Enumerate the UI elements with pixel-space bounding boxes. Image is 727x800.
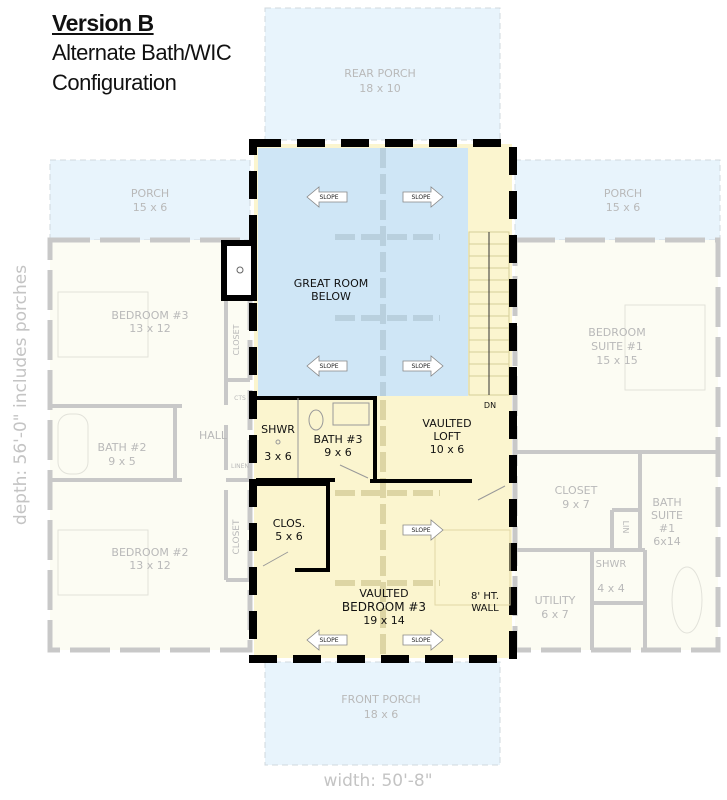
stair: [468, 231, 510, 396]
front-porch: [264, 661, 501, 766]
utility-name: UTILITY: [535, 594, 576, 607]
faded-furniture: [57, 291, 706, 634]
arrow-icon: [306, 355, 348, 377]
bedroom2-name: BEDROOM #2: [111, 546, 188, 559]
slope-label: SLOPE: [411, 527, 430, 534]
slope-label: SLOPE: [411, 637, 430, 644]
loft-prefix: VAULTED: [422, 417, 471, 430]
ceiling-beams-bedroom: [335, 400, 440, 655]
bath-suite-size: 6x14: [653, 535, 681, 548]
linen-label: LINEN: [231, 463, 249, 470]
slope-label: SLOPE: [411, 363, 430, 370]
slope-label: SLOPE: [319, 194, 338, 201]
bedroom3-left-size: 13 x 12: [129, 322, 171, 335]
fireplace-icon: [236, 266, 244, 274]
bath-suite-line3: #1: [659, 522, 675, 535]
closet-right-size: 9 x 7: [562, 498, 590, 511]
suite1-line1: BEDROOM: [588, 326, 645, 339]
subtitle-line-2: Configuration: [52, 70, 177, 95]
version-title: Version B: [52, 10, 154, 36]
ceiling-beams: [335, 148, 440, 396]
rear-porch-size: 18 x 10: [359, 82, 401, 95]
great-room-name: GREAT ROOM: [294, 277, 368, 290]
depth-dimension: depth: 56'-0" includes porches: [11, 265, 31, 525]
bath3-name: BATH #3: [314, 433, 363, 446]
porch-right-size: 15 x 6: [606, 201, 641, 214]
bedroom2-size: 13 x 12: [129, 559, 171, 572]
shower-right-size: 4 x 4: [597, 582, 625, 595]
arrow-icon: [402, 186, 444, 208]
bedroom3-name: BEDROOM #3: [342, 600, 426, 614]
great-room-open-to-below: [258, 148, 468, 396]
loft-name: LOFT: [433, 430, 461, 443]
wall-note-line1: 8' HT.: [471, 591, 499, 602]
slope-label: SLOPE: [411, 194, 430, 201]
fixtures: [262, 398, 511, 606]
closet-size: 5 x 6: [275, 530, 303, 543]
arrow-icon: [402, 629, 444, 651]
fireplace-chimney: [221, 240, 257, 301]
loft-size: 10 x 6: [430, 443, 465, 456]
great-room-note: BELOW: [311, 290, 351, 303]
closet-right-name: CLOSET: [555, 484, 598, 497]
wall-note-line2: WALL: [471, 603, 499, 614]
faded-walls: [50, 300, 718, 650]
width-dimension: width: 50'-8": [323, 771, 432, 791]
exterior-wall: [249, 139, 517, 663]
bath2-name: BATH #2: [98, 441, 147, 454]
bath-suite-line2: SUITE: [651, 509, 683, 522]
utility-size: 6 x 7: [541, 608, 569, 621]
arrow-icon: [402, 355, 444, 377]
bath-suite-line1: BATH: [652, 496, 681, 509]
slope-arrow-icon: SLOPE: [402, 355, 444, 377]
porch-right-name: PORCH: [604, 187, 642, 200]
bedroom3-size: 19 x 14: [363, 614, 405, 627]
front-porch-name: FRONT PORCH: [341, 693, 420, 706]
porch-left: [49, 159, 251, 241]
slope-label: SLOPE: [319, 363, 338, 370]
bath2-size: 9 x 5: [108, 455, 136, 468]
shower-size: 3 x 6: [264, 450, 292, 463]
shower-right-name: SHWR: [596, 559, 627, 570]
left-wing: [47, 237, 253, 653]
rear-porch-name: REAR PORCH: [344, 67, 416, 80]
subtitle-line-1: Alternate Bath/WIC: [52, 40, 232, 65]
suite1-size: 15 x 15: [596, 354, 638, 367]
shower-name: SHWR: [261, 423, 295, 436]
cts-label: CTS: [234, 395, 246, 402]
arrow-icon: [306, 186, 348, 208]
slope-arrow-icon: SLOPE: [402, 519, 444, 541]
porch-left-size: 15 x 6: [133, 201, 168, 214]
slope-arrow-icon: SLOPE: [306, 629, 348, 651]
porch-right: [514, 159, 721, 241]
stair-down-label: DN: [484, 401, 496, 410]
front-porch-size: 18 x 6: [364, 708, 399, 721]
slope-arrow-icon: SLOPE: [306, 355, 348, 377]
right-wing: [512, 237, 721, 653]
bedroom3-left-name: BEDROOM #3: [111, 309, 188, 322]
slope-arrow-icon: SLOPE: [402, 186, 444, 208]
suite1-line2: SUITE #1: [591, 340, 643, 353]
lin-label: LIN: [621, 521, 630, 534]
closet-name: CLOS.: [273, 517, 306, 530]
porch-left-name: PORCH: [131, 187, 169, 200]
rear-porch: [264, 7, 501, 141]
slope-label: SLOPE: [319, 637, 338, 644]
slope-arrow-icon: SLOPE: [306, 186, 348, 208]
bath3-size: 9 x 6: [324, 446, 352, 459]
arrow-icon: [402, 519, 444, 541]
closet-left-2-name: CLOSET: [232, 519, 242, 554]
interior-walls: [256, 396, 472, 572]
hall-name: HALL: [199, 429, 228, 442]
plan-header: Version B Alternate Bath/WIC Configurati…: [52, 8, 232, 98]
closet-left-1-name: CLOSET: [232, 324, 241, 355]
arrow-icon: [306, 629, 348, 651]
bedroom3-prefix: VAULTED: [359, 587, 408, 600]
slope-arrow-icon: SLOPE: [402, 629, 444, 651]
